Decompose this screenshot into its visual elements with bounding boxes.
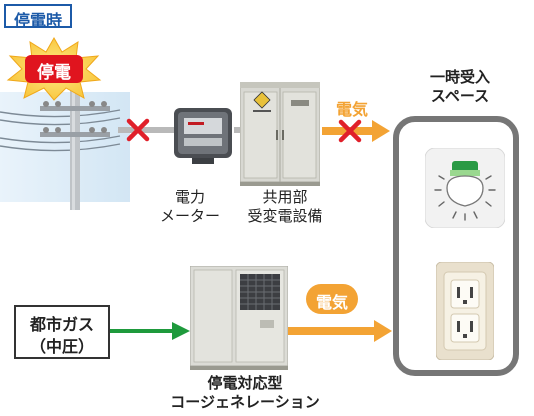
power-meter-icon [174, 108, 232, 164]
substation-label-line2: 受変電設備 [247, 207, 323, 225]
cogeneration-unit-icon [190, 266, 288, 370]
cross-icon [126, 118, 150, 142]
light-bulb-icon [425, 148, 505, 228]
meter-label-line2: メーター [159, 207, 220, 225]
gas-source-box: 都市ガス （中圧） [14, 305, 110, 359]
outage-badge-label: 停電 [37, 63, 71, 83]
power-outlet-icon [436, 262, 494, 360]
space-title-line2: スペース [430, 87, 490, 105]
space-title-line1: 一時受入 [429, 68, 490, 86]
top-flow-label: 電気 [335, 100, 368, 119]
flow-arrow-bottom [288, 320, 392, 342]
meter-label-line1: 電力 [174, 188, 205, 206]
gas-source-line1: 都市ガス [29, 315, 94, 334]
header-title: 停電時 [13, 11, 62, 30]
gas-flow-arrow [110, 322, 190, 340]
line-pole-to-meter [118, 127, 176, 133]
space-title: 一時受入 スペース [400, 68, 520, 106]
substation-cabinet-icon [240, 82, 320, 186]
utility-pole-icon [0, 80, 121, 210]
cogen-label-line2: コージェネレーション [170, 393, 320, 411]
cogen-label-line1: 停電対応型 [207, 374, 283, 392]
bottom-flow-label: 電気 [315, 293, 348, 312]
meter-label: 電力 メーター [150, 188, 230, 226]
substation-label: 共用部 受変電設備 [235, 188, 335, 226]
line-meter-to-substation [234, 127, 244, 133]
substation-label-line1: 共用部 [262, 188, 308, 206]
bottom-flow-badge: 電気 [306, 284, 358, 314]
outage-badge: 停電 [25, 55, 83, 83]
cross-icon [338, 119, 362, 143]
cogen-label: 停電対応型 コージェネレーション [150, 374, 340, 412]
gas-source-line2: （中圧） [29, 337, 94, 356]
header-badge: 停電時 [4, 4, 72, 30]
